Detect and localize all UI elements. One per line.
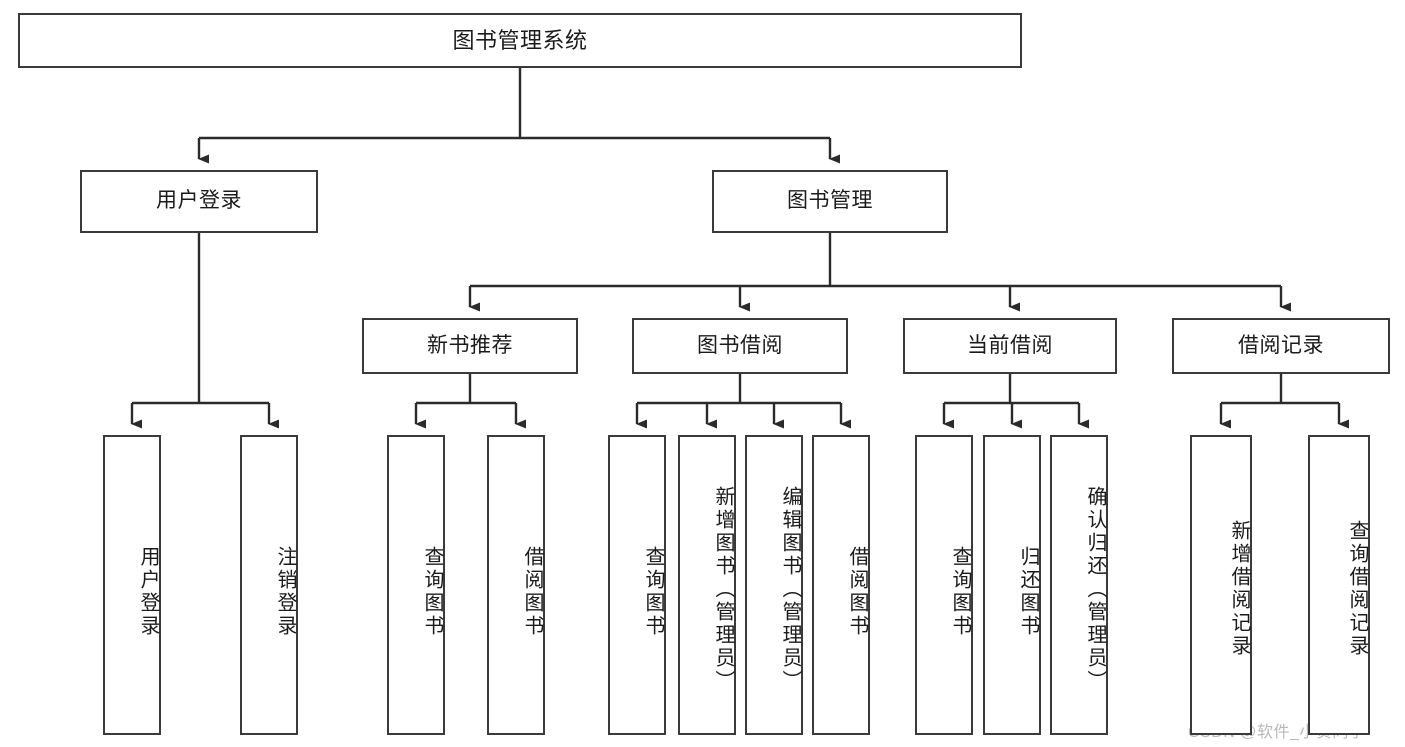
node-label: 借阅图书 [521, 546, 543, 638]
node-l-cb-query: 查询图书 [915, 435, 973, 735]
node-l-rec-query: 查询图书 [387, 435, 445, 735]
node-n-borrow-record: 借阅记录 [1172, 318, 1390, 374]
node-label: 新增借阅记录 [1228, 520, 1250, 658]
node-l-cb-confirm: 确认归还（管理员） [1050, 435, 1108, 735]
node-label: 图书管理 [787, 189, 873, 213]
node-l-br-add: 新增借阅记录 [1190, 435, 1252, 735]
node-l-user-login: 用户登录 [103, 435, 161, 735]
node-n-user-login: 用户登录 [80, 170, 318, 233]
node-n-book-manage: 图书管理 [712, 170, 948, 233]
node-l-bb-add: 新增图书（管理员） [678, 435, 736, 735]
node-label: 新增图书（管理员） [712, 485, 734, 693]
node-label: 当前借阅 [967, 333, 1053, 357]
node-l-br-query: 查询借阅记录 [1308, 435, 1370, 735]
node-l-user-logout: 注销登录 [240, 435, 298, 735]
node-label: 查询图书 [949, 546, 971, 638]
node-label: 用户登录 [137, 546, 159, 638]
node-n-current-borrow: 当前借阅 [903, 318, 1117, 374]
node-label: 借阅记录 [1238, 333, 1324, 357]
node-l-bb-edit: 编辑图书（管理员） [745, 435, 803, 735]
node-l-bb-borrow: 借阅图书 [812, 435, 870, 735]
node-label: 归还图书 [1017, 546, 1039, 638]
node-label: 编辑图书（管理员） [779, 485, 801, 693]
node-n-book-borrow: 图书借阅 [632, 318, 848, 374]
node-l-cb-return: 归还图书 [983, 435, 1041, 735]
node-label: 借阅图书 [846, 546, 868, 638]
node-label: 注销登录 [274, 546, 296, 638]
node-label: 图书管理系统 [452, 27, 588, 53]
node-n-new-book-rec: 新书推荐 [362, 318, 578, 374]
node-label: 新书推荐 [427, 333, 513, 357]
node-label: 查询图书 [421, 546, 443, 638]
node-label: 查询图书 [642, 546, 664, 638]
node-l-bb-query: 查询图书 [608, 435, 666, 735]
node-label: 查询借阅记录 [1346, 520, 1368, 658]
node-label: 用户登录 [156, 189, 242, 213]
node-label: 图书借阅 [697, 333, 783, 357]
node-root: 图书管理系统 [18, 13, 1022, 68]
node-label: 确认归还（管理员） [1084, 485, 1106, 693]
node-l-rec-borrow: 借阅图书 [487, 435, 545, 735]
